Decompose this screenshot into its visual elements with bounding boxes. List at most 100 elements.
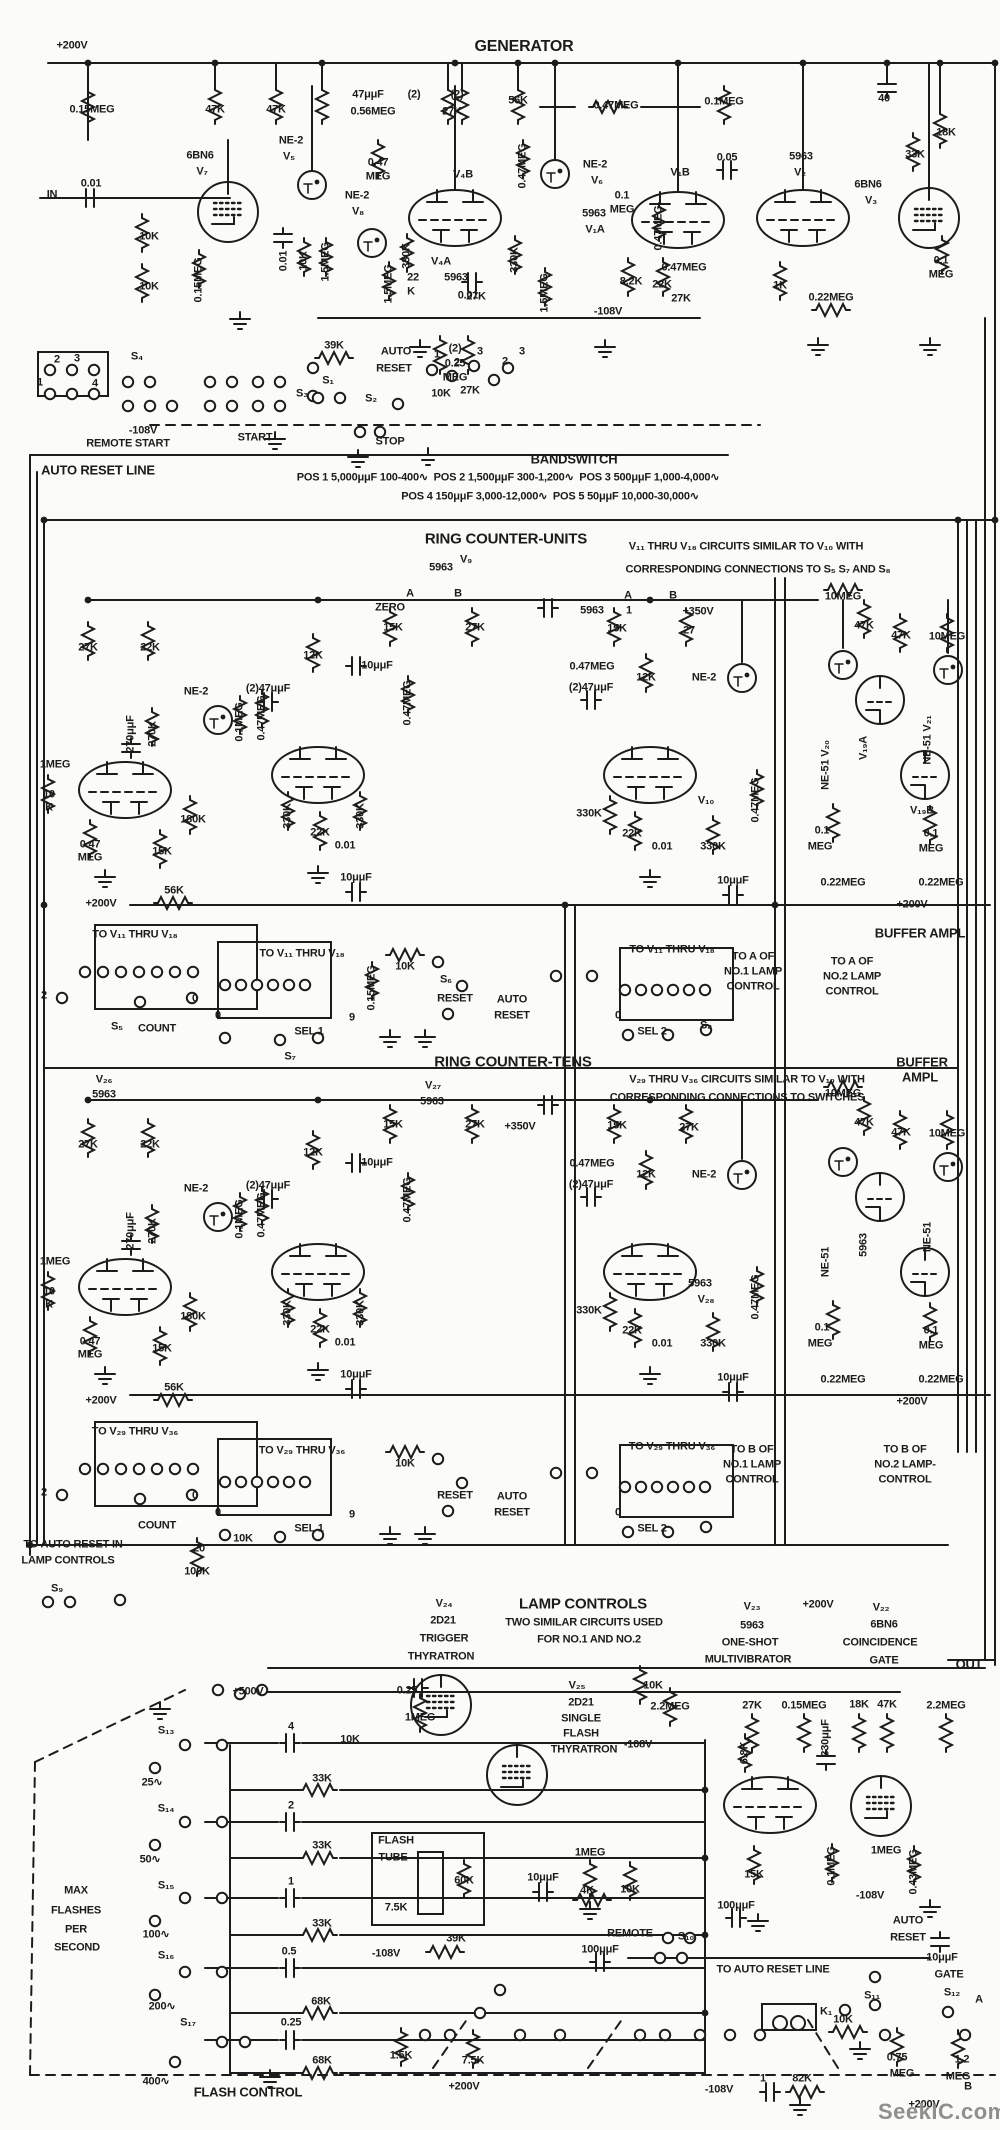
schematic-label: 0.47MEG bbox=[255, 695, 268, 741]
schematic-label: 330K bbox=[576, 1304, 602, 1317]
schematic-label: 10K bbox=[620, 1883, 640, 1896]
schematic-label: 5963 bbox=[582, 207, 606, 220]
schematic-label: 0 bbox=[192, 992, 198, 1005]
schematic-label: S₉ bbox=[51, 1582, 63, 1595]
schematic-label: MEG bbox=[945, 2070, 971, 2083]
schematic-label: 10MEG bbox=[824, 1087, 862, 1100]
schematic-label: 0.47MEG bbox=[593, 99, 639, 112]
schematic-label: MULTIVIBRATOR bbox=[704, 1653, 792, 1666]
schematic-label: 2D21 bbox=[568, 1696, 594, 1709]
schematic-label: 50∿ bbox=[139, 1853, 161, 1866]
schematic-label: 100μμF bbox=[581, 1943, 619, 1956]
schematic-label: 1.5MEG bbox=[319, 242, 332, 282]
schematic-label: SEL 1 bbox=[294, 1025, 324, 1038]
schematic-label: 180K bbox=[180, 1310, 206, 1323]
schematic-label: V₂₆ bbox=[95, 1073, 113, 1086]
schematic-label: B bbox=[964, 2080, 972, 2093]
schematic-label: TO AUTO RESET LINE bbox=[716, 1963, 830, 1976]
schematic-label: 12K bbox=[303, 1146, 323, 1159]
schematic-label: 1 bbox=[37, 376, 43, 389]
schematic-label: 2D21 bbox=[430, 1614, 456, 1627]
schematic-label: S₁₃ bbox=[157, 1724, 175, 1737]
schematic-label: 1MEG bbox=[574, 1846, 606, 1859]
schematic-label: AUTO bbox=[496, 1490, 528, 1503]
schematic-label: 100μμF bbox=[717, 1899, 755, 1912]
schematic-label: 0.47MEG bbox=[569, 1157, 615, 1170]
schematic-label: S₁₁ bbox=[864, 1989, 880, 2002]
schematic-label: 68K bbox=[312, 2054, 332, 2067]
schematic-label: 6BN6 bbox=[870, 1618, 898, 1631]
schematic-label: +200V bbox=[85, 897, 117, 910]
schematic-label: 0.25 bbox=[280, 2016, 302, 2029]
schematic-label: TWO SIMILAR CIRCUITS USED bbox=[505, 1616, 663, 1629]
schematic-label: GENERATOR bbox=[474, 38, 574, 55]
schematic-label: 22 bbox=[407, 271, 419, 284]
schematic-label: 47K bbox=[877, 1698, 897, 1711]
schematic-label: 22K bbox=[652, 278, 672, 291]
schematic-label: 330K bbox=[354, 803, 367, 829]
schematic-label: 330K bbox=[508, 247, 521, 273]
schematic-label: 0.01 bbox=[651, 840, 673, 853]
schematic-label: V₁₉A bbox=[857, 736, 870, 760]
schematic-label: 27K bbox=[442, 105, 462, 118]
schematic-label: MAX bbox=[64, 1884, 88, 1897]
schematic-label: 0.47MEG bbox=[401, 1177, 414, 1223]
schematic-label: V₇ bbox=[196, 165, 208, 178]
schematic-label: -108V bbox=[371, 1947, 401, 1960]
schematic-label: 180K bbox=[180, 813, 206, 826]
schematic-label: 15K bbox=[152, 1342, 172, 1355]
schematic-label: 0.1 bbox=[814, 1321, 830, 1334]
schematic-label: 6BN6 bbox=[186, 149, 214, 162]
schematic-label: +500V bbox=[232, 1685, 264, 1698]
schematic-label: 7.5K bbox=[461, 2054, 485, 2067]
schematic-label: S₈ bbox=[699, 1019, 713, 1032]
schematic-label: TO V₂₉ THRU V₃₆ bbox=[258, 1444, 346, 1457]
schematic-label: 0.22MEG bbox=[808, 291, 854, 304]
schematic-label: 0.1 bbox=[814, 824, 830, 837]
schematic-label: 330K bbox=[700, 1337, 726, 1350]
schematic-label: 2 bbox=[41, 989, 47, 1002]
schematic-label: 10K bbox=[395, 1457, 415, 1470]
schematic-label: S₁₇ bbox=[180, 2016, 196, 2029]
schematic-label: 60K bbox=[454, 1874, 474, 1887]
schematic-label: -108V bbox=[704, 2083, 734, 2096]
schematic-label: 1 bbox=[626, 604, 632, 617]
schematic-label: 0 bbox=[192, 1489, 198, 1502]
schematic-label: NO.1 LAMP bbox=[722, 1458, 782, 1471]
schematic-label: 0.01 bbox=[80, 177, 102, 190]
schematic-label: 0.5 bbox=[281, 1945, 297, 1958]
schematic-label: TO B OF bbox=[883, 1443, 927, 1456]
schematic-label: THYRATRON bbox=[550, 1743, 618, 1756]
schematic-label: 0 bbox=[215, 1009, 221, 1022]
schematic-label: S₁₅ bbox=[157, 1879, 175, 1892]
schematic-label: V₂ bbox=[794, 166, 806, 179]
schematic-label: 10μμF bbox=[361, 1156, 393, 1169]
schematic-label: 8.2K bbox=[619, 275, 643, 288]
schematic-label: V₂₅ bbox=[568, 1679, 586, 1692]
schematic-label: S₁₄ bbox=[157, 1802, 175, 1815]
schematic-label: 15K bbox=[383, 1118, 403, 1131]
schematic-label: 10K bbox=[431, 387, 451, 400]
schematic-label: 2.2MEG bbox=[650, 1700, 690, 1713]
schematic-label: TO A OF bbox=[830, 955, 874, 968]
schematic-label: 10K bbox=[139, 230, 159, 243]
schematic-label: COUNT bbox=[137, 1022, 177, 1035]
schematic-label: 0.1MEG bbox=[233, 702, 246, 742]
schematic-label: AUTO bbox=[380, 345, 412, 358]
schematic-label: TO A OF bbox=[731, 950, 775, 963]
schematic-label: FLASHES bbox=[51, 1904, 101, 1917]
schematic-label: 33K bbox=[312, 1772, 332, 1785]
schematic-label: -108V bbox=[623, 1738, 653, 1751]
schematic-label: (2)47μμF bbox=[568, 681, 614, 694]
schematic-label: NE-2 bbox=[183, 1182, 209, 1195]
schematic-label: K bbox=[45, 801, 53, 814]
schematic-label: AUTO RESET LINE bbox=[41, 462, 155, 478]
schematic-label: -108V bbox=[855, 1889, 885, 1902]
schematic-label: 0.47 bbox=[79, 1335, 101, 1348]
schematic-label: 56K bbox=[164, 1381, 184, 1394]
schematic-label: 0.1 bbox=[933, 254, 949, 267]
schematic-label: 330μμF bbox=[819, 1719, 832, 1757]
schematic-label: NE-2 bbox=[691, 1168, 717, 1181]
schematic-label: +200V bbox=[448, 2080, 480, 2093]
schematic-label: 0.43MEG bbox=[907, 1849, 920, 1895]
